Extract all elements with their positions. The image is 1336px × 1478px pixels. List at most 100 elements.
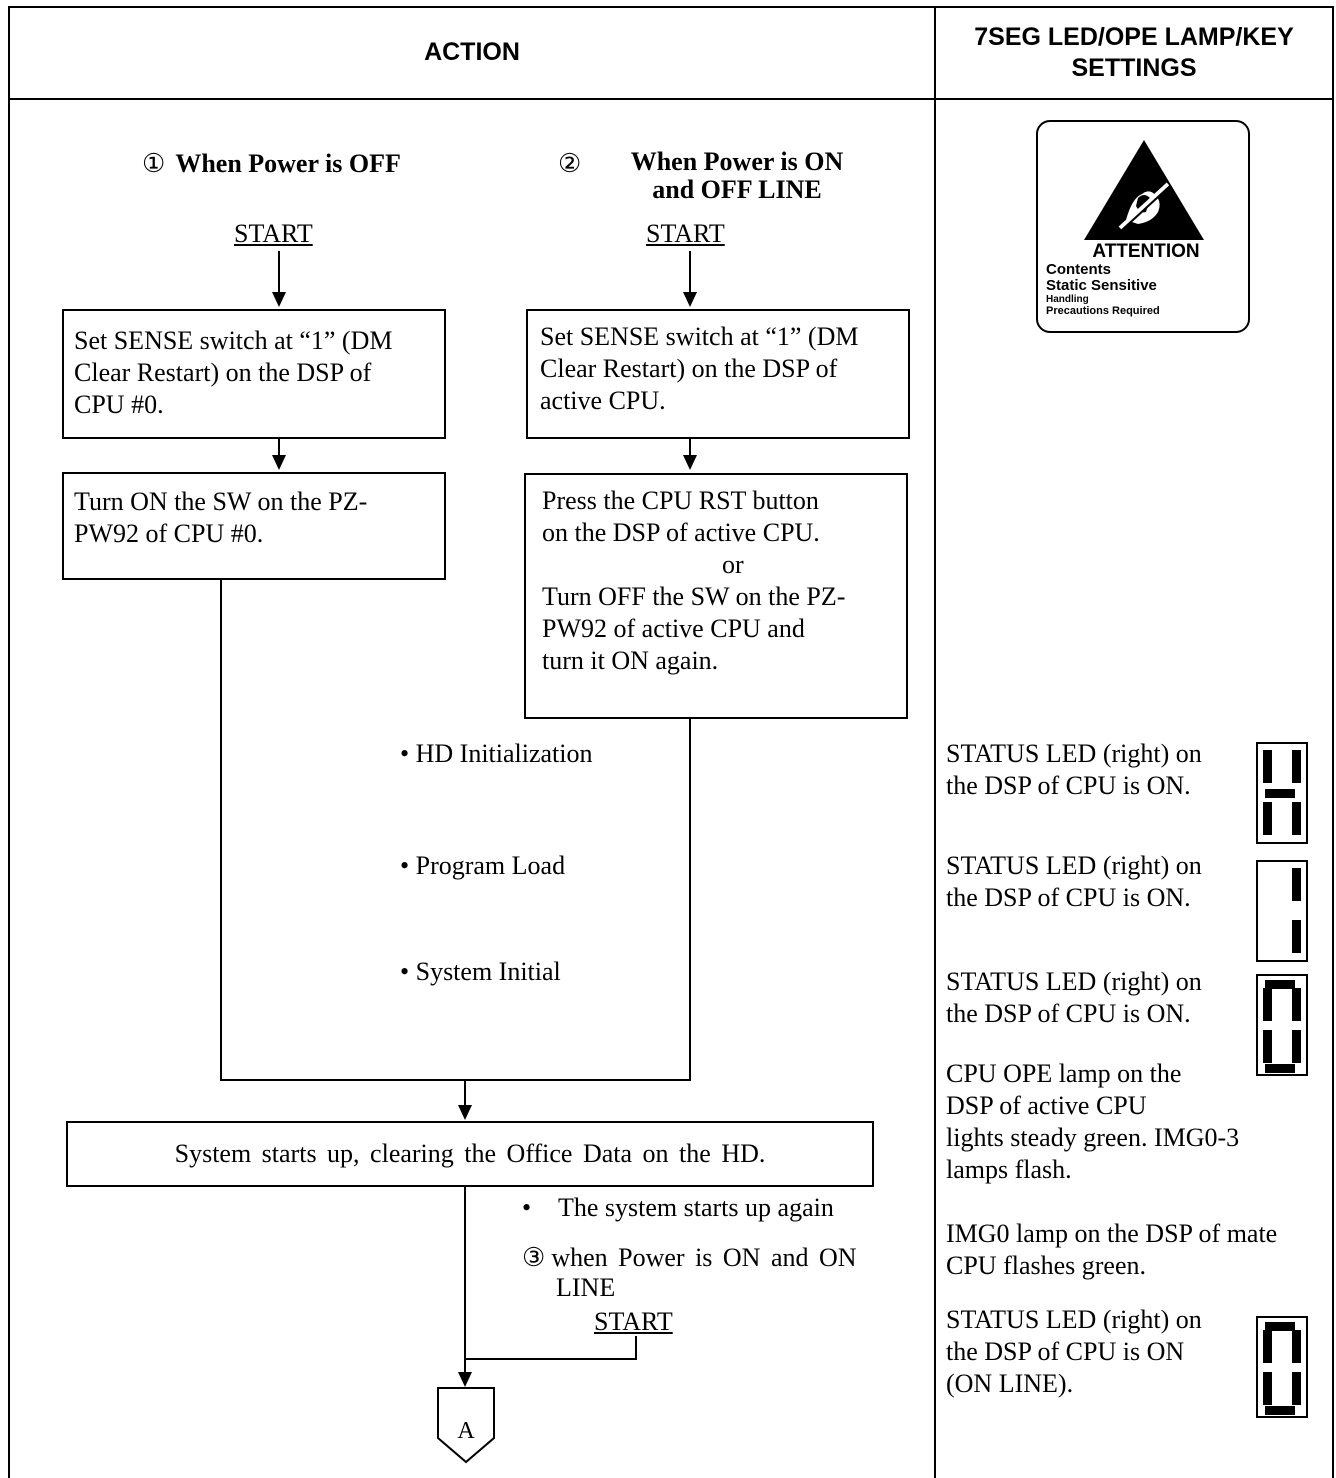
case1-flow-line bbox=[220, 580, 222, 1081]
esd-title: ATTENTION bbox=[1092, 241, 1200, 262]
case2-box1-line1: Set SENSE switch at “1” (DM bbox=[540, 322, 859, 351]
segment-b bbox=[1292, 750, 1301, 783]
esd-label-text: ATTENTION Contents Static Sensitive Hand… bbox=[1046, 241, 1246, 318]
case2-title-line2: and OFF LINE bbox=[652, 175, 822, 204]
case1-marker: ① bbox=[142, 149, 166, 178]
segment-f bbox=[1263, 750, 1272, 783]
case2-box2-line1: Press the CPU RST button bbox=[542, 486, 819, 515]
settings-column-header: 7SEG LED/OPE LAMP/KEY SETTINGS bbox=[936, 22, 1332, 84]
settings-lamp2-line2: CPU flashes green. bbox=[946, 1251, 1147, 1280]
settings-led1-line1: STATUS LED (right) on bbox=[946, 739, 1202, 768]
segment-g bbox=[1265, 789, 1295, 798]
case1-start-arrow-line bbox=[278, 251, 280, 293]
case1-heading: ① When Power is OFF bbox=[142, 148, 401, 180]
case1-box2-line1: Turn ON the SW on the PZ- bbox=[74, 487, 368, 516]
segment-e bbox=[1263, 1372, 1272, 1405]
settings-led4-line3: (ON LINE). bbox=[946, 1369, 1074, 1398]
system-startup-text: System starts up, clearing the Office Da… bbox=[174, 1139, 766, 1168]
case2-title-line1: When Power is ON bbox=[630, 147, 844, 176]
segment-c bbox=[1292, 920, 1301, 953]
offpage-connector-a bbox=[437, 1387, 495, 1464]
seven-segment-display-1 bbox=[1256, 860, 1308, 962]
seven-segment-display-h bbox=[1256, 742, 1308, 844]
settings-led2-line1: STATUS LED (right) on bbox=[946, 851, 1202, 880]
esd-warning-icon bbox=[1084, 140, 1204, 240]
table-border-right bbox=[1332, 6, 1334, 1478]
restart-bullet: • bbox=[522, 1193, 532, 1222]
table-border-left bbox=[8, 6, 10, 1478]
segment-c bbox=[1292, 802, 1301, 835]
settings-lamp1-line1: CPU OPE lamp on the bbox=[946, 1059, 1182, 1088]
case1-box1-line2: Clear Restart) on the DSP of bbox=[74, 358, 372, 387]
case2-start-arrowhead bbox=[683, 292, 697, 307]
table-header-rule bbox=[8, 98, 1334, 100]
segment-e bbox=[1263, 1030, 1272, 1063]
settings-led3: STATUS LED (right) on the DSP of CPU is … bbox=[946, 966, 1202, 1030]
step-system-initial: • System Initial bbox=[400, 957, 561, 986]
case3-line2: LINE bbox=[556, 1273, 616, 1302]
case1-box1-arrow-line bbox=[278, 439, 280, 456]
settings-led4-line1: STATUS LED (right) on bbox=[946, 1305, 1202, 1334]
segment-a bbox=[1265, 1322, 1295, 1331]
segment-b bbox=[1292, 868, 1301, 901]
case1-power-switch-box: Turn ON the SW on the PZ- PW92 of CPU #0… bbox=[62, 472, 446, 580]
settings-led1: STATUS LED (right) on the DSP of CPU is … bbox=[946, 738, 1202, 802]
case1-box1-line3: CPU #0. bbox=[74, 390, 164, 419]
esd-line1: Contents bbox=[1046, 261, 1111, 278]
merge-arrowhead bbox=[458, 1105, 472, 1120]
settings-lamp1: CPU OPE lamp on the DSP of active CPU li… bbox=[946, 1058, 1239, 1186]
case2-start-arrow-line bbox=[689, 251, 691, 293]
segment-c bbox=[1292, 1372, 1301, 1405]
settings-led4-line2: the DSP of CPU is ON bbox=[946, 1337, 1185, 1366]
restart-flow-line bbox=[464, 1187, 466, 1324]
case2-flow-line bbox=[689, 719, 691, 1081]
case2-box2-or: or bbox=[722, 550, 744, 579]
step-program-load: • Program Load bbox=[400, 851, 566, 880]
case3-text: when Power is ON and ON bbox=[551, 1243, 857, 1272]
case1-box2-line2: PW92 of CPU #0. bbox=[74, 519, 264, 548]
settings-header-line2: SETTINGS bbox=[1071, 54, 1197, 82]
seven-segment-display-0b bbox=[1256, 1316, 1308, 1418]
esd-line2: Static Sensitive bbox=[1046, 277, 1157, 294]
step-hd-initialization: • HD Initialization bbox=[400, 739, 593, 768]
settings-header-line1: 7SEG LED/OPE LAMP/KEY bbox=[974, 23, 1294, 51]
connector-arrow-line bbox=[464, 1324, 466, 1374]
case2-title: When Power is ON and OFF LINE bbox=[612, 148, 862, 204]
system-startup-box: System starts up, clearing the Office Da… bbox=[66, 1121, 874, 1187]
case2-start-label: START bbox=[646, 219, 725, 248]
esd-line4: Precautions Required bbox=[1046, 305, 1160, 317]
restart-text: The system starts up again bbox=[558, 1193, 834, 1222]
case2-box1-line3: active CPU. bbox=[540, 386, 666, 415]
settings-led1-line2: the DSP of CPU is ON. bbox=[946, 771, 1191, 800]
case2-box2-line2: on the DSP of active CPU. bbox=[542, 518, 820, 547]
case2-sense-switch-box: Set SENSE switch at “1” (DM Clear Restar… bbox=[526, 309, 910, 439]
connector-label: A bbox=[457, 1418, 475, 1444]
settings-led3-line2: the DSP of CPU is ON. bbox=[946, 999, 1191, 1028]
case1-start-label: START bbox=[234, 219, 313, 248]
case1-title: When Power is OFF bbox=[175, 149, 401, 178]
case2-box2-line4: Turn OFF the SW on the PZ- bbox=[542, 582, 846, 611]
settings-led2-line2: the DSP of CPU is ON. bbox=[946, 883, 1191, 912]
case2-reset-box: Press the CPU RST button on the DSP of a… bbox=[524, 473, 908, 719]
table-border-top bbox=[8, 6, 1334, 8]
segment-a bbox=[1265, 980, 1295, 989]
merge-arrow-line bbox=[464, 1081, 466, 1106]
settings-lamp2-line1: IMG0 lamp on the DSP of mate bbox=[946, 1219, 1278, 1248]
case1-start-arrowhead bbox=[272, 292, 286, 307]
settings-lamp1-line3: lights steady green. IMG0-3 bbox=[946, 1123, 1240, 1152]
case2-box1-arrowhead bbox=[683, 455, 697, 470]
connector-arrowhead bbox=[458, 1372, 472, 1387]
case2-box1-line2: Clear Restart) on the DSP of bbox=[540, 354, 838, 383]
segment-c bbox=[1292, 1030, 1301, 1063]
table-column-divider bbox=[934, 6, 936, 1478]
segment-d bbox=[1265, 1406, 1295, 1415]
segment-b bbox=[1292, 988, 1301, 1021]
case2-marker: ② bbox=[558, 149, 582, 178]
esd-attention-label: ATTENTION Contents Static Sensitive Hand… bbox=[1036, 120, 1250, 333]
case2-box2-line6: turn it ON again. bbox=[542, 646, 719, 675]
settings-lamp1-line4: lamps flash. bbox=[946, 1155, 1072, 1184]
case3-start-label: START bbox=[594, 1307, 673, 1336]
settings-led2: STATUS LED (right) on the DSP of CPU is … bbox=[946, 850, 1202, 914]
segment-d bbox=[1265, 1064, 1295, 1073]
